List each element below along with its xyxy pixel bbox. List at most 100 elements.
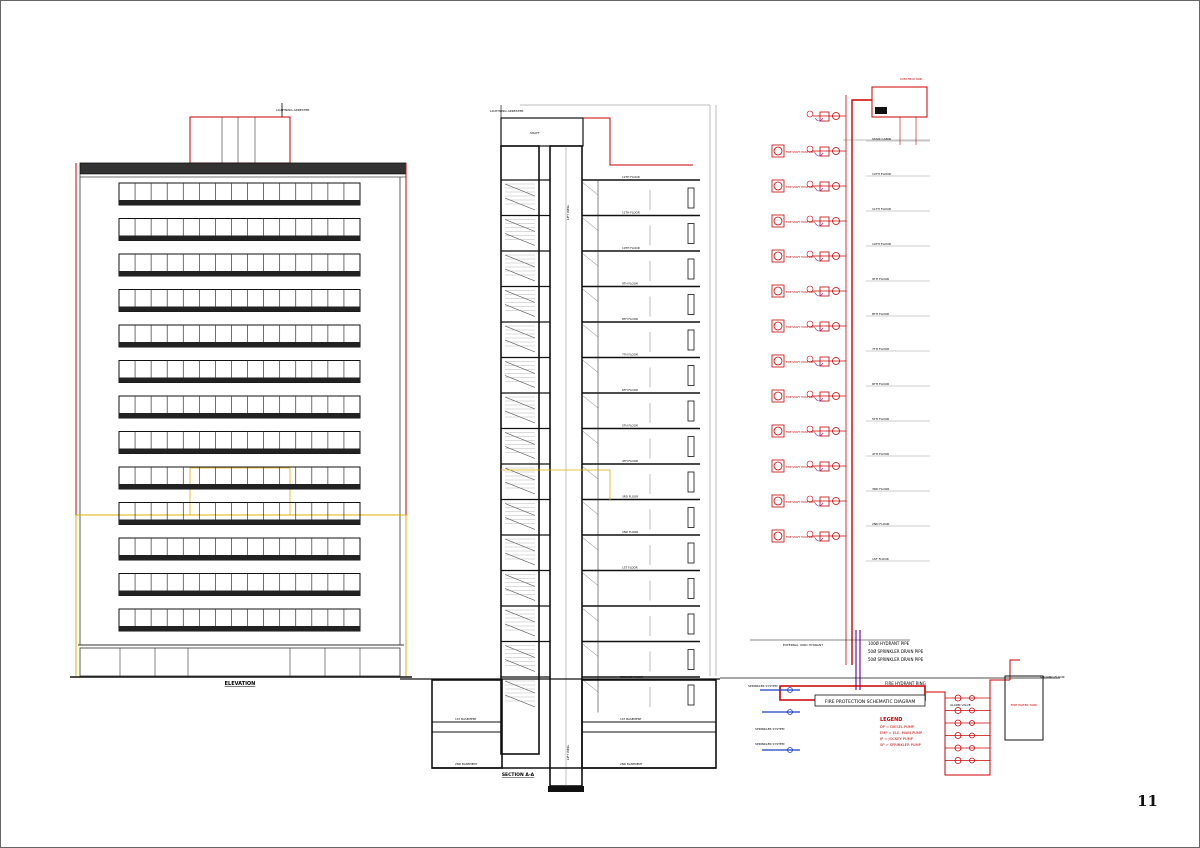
window-band xyxy=(118,502,361,525)
schematic-floor-row: 12TH FLOOR FIRE SHAFT HOSE REEL xyxy=(771,144,930,177)
schematic-floor-label: 8TH FLOOR xyxy=(872,312,889,316)
hose-reel-label: FIRE SHAFT HOSE REEL xyxy=(786,360,816,364)
hose-reel-label: FIRE SHAFT HOSE REEL xyxy=(786,500,816,504)
section-ground-floor: GROUND FLOOR xyxy=(620,675,643,679)
section-floor xyxy=(501,640,700,677)
schematic-floor-row: 6TH FLOOR FIRE SHAFT HOSE REEL xyxy=(771,354,930,387)
section-floor: 8TH FLOOR xyxy=(501,317,700,358)
window-band xyxy=(118,608,361,632)
section-floor-label: 10TH FLOOR xyxy=(622,246,640,250)
hose-reel-label: FIRE SHAFT HOSE REEL xyxy=(786,150,816,154)
section-title: SECTION A-A xyxy=(502,772,535,778)
section-floor: 11TH FLOOR xyxy=(501,211,700,251)
section-floor: 6TH FLOOR xyxy=(501,388,700,429)
window-band xyxy=(118,182,361,206)
section-floor: 3RD FLOOR xyxy=(501,495,700,535)
section-floor: 4TH FLOOR xyxy=(501,459,700,500)
section-drawing: LIGHTNING ARRESTER SHAFT LIFT WELL LIFT … xyxy=(400,104,720,792)
section-floor-label: 7TH FLOOR xyxy=(622,353,638,357)
section-floor: 10TH FLOOR xyxy=(501,246,700,287)
hydrant-ring-label: FIRE HYDRANT RING xyxy=(885,681,926,686)
elevation-title: ELEVATION xyxy=(225,681,256,687)
section-floor-label: 9TH FLOOR xyxy=(622,282,638,286)
shaft-label: SHAFT xyxy=(530,131,540,135)
schematic-floor-row: STAIR CABIN xyxy=(806,110,930,142)
section-2nd-basement-left: 2ND BASEMENT xyxy=(455,762,478,766)
hose-reel-label: FIRE SHAFT HOSE REEL xyxy=(786,430,816,434)
fire-tank-label: FIRE WATER TANK xyxy=(1011,703,1039,707)
schematic-floor-label: 1ST FLOOR xyxy=(872,557,889,561)
schematic-floor-label: 7TH FLOOR xyxy=(872,347,889,351)
window-band xyxy=(118,573,361,596)
schematic-floor-label: 2ND FLOOR xyxy=(872,522,890,526)
section-1st-basement-left: 1ST BASEMENT xyxy=(455,717,477,721)
schematic-ground-floor: GROUND FLOOR xyxy=(1040,675,1065,679)
schematic-floor-label: 10TH FLOOR xyxy=(872,242,891,246)
pump-set xyxy=(945,694,990,764)
window-band xyxy=(118,218,361,241)
section-floor-label: 11TH FLOOR xyxy=(622,211,640,215)
page-number: 11 xyxy=(1137,792,1158,810)
elevation-window-bands xyxy=(118,182,361,632)
pipe-legend-hydrant: 100Ø HYDRANT PIPE xyxy=(868,641,910,646)
window-band xyxy=(118,395,361,419)
section-floor-label: 8TH FLOOR xyxy=(622,317,638,321)
pipe-legend-sprinkler-2: 50Ø SPRINKLER DRAIN PIPE xyxy=(868,657,924,662)
schematic-floor-label: 4TH FLOOR xyxy=(872,452,889,456)
overhead-tank-label: OVER HEAD TANK xyxy=(900,77,923,81)
pump xyxy=(945,719,990,727)
legend-item-dp: DP = DIESEL PUMP xyxy=(880,725,915,729)
lift-well-label-2: LIFT WELL xyxy=(566,744,570,760)
schematic-floor-row: 10TH FLOOR FIRE SHAFT HOSE REEL xyxy=(771,214,930,247)
pump xyxy=(945,744,990,752)
schematic-title: FIRE PROTECTION SCHEMATIC DIAGRAM xyxy=(825,699,916,705)
hose-reel-label: FIRE SHAFT HOSE REEL xyxy=(786,220,816,224)
schematic-floor-row: 11TH FLOOR FIRE SHAFT HOSE REEL xyxy=(771,179,930,212)
window-band xyxy=(118,537,361,561)
hose-reel-label: FIRE SHAFT HOSE REEL xyxy=(786,325,816,329)
schematic-floor-label: 6TH FLOOR xyxy=(872,382,889,386)
schematic-floor-label: 12TH FLOOR xyxy=(872,172,891,176)
external-hydrant-label: EXTERNAL YARD HYDRANT xyxy=(783,643,823,647)
window-band xyxy=(118,289,361,312)
section-floor: 9TH FLOOR xyxy=(501,282,700,322)
window-band xyxy=(118,253,361,277)
section-floor: 5TH FLOOR xyxy=(501,424,700,464)
legend-item-jp: JP = JOCKEY PUMP xyxy=(879,737,914,741)
schematic-floor-row: 3RD FLOOR FIRE SHAFT HOSE REEL xyxy=(771,459,930,492)
elevation-lightning-label: LIGHTNING ARRESTER xyxy=(276,108,309,112)
pipe-legend-sprinkler-1: 50Ø SPRINKLER DRAIN PIPE xyxy=(868,649,924,654)
schematic-floor-label: 11TH FLOOR xyxy=(872,207,891,211)
pump-legend: LEGEND DP = DIESEL PUMP EMP = ELE. MAIN … xyxy=(879,717,923,747)
schematic-floor-rows: STAIR CABIN 12TH FLOOR FIRE SHAFT HOSE REE… xyxy=(771,110,930,562)
section-lightning-label: LIGHTNING ARRESTER xyxy=(490,109,523,113)
section-floor-label: 4TH FLOOR xyxy=(622,459,638,463)
schematic-floor-label: 3RD FLOOR xyxy=(872,487,889,491)
pump xyxy=(945,707,990,714)
section-floor-label: 2ND FLOOR xyxy=(622,530,638,534)
schematic-floor-row: 2ND FLOOR FIRE SHAFT HOSE REEL xyxy=(771,494,930,527)
sprinkler-system-label-1: SPRINKLER SYSTEM xyxy=(748,684,778,688)
hose-reel-label: FIRE SHAFT HOSE REEL xyxy=(786,465,816,469)
fire-protection-schematic: OVER HEAD TANK STAIR CABIN 12TH FLOOR FIRE… xyxy=(720,77,1065,776)
window-band xyxy=(118,466,361,490)
legend-title: LEGEND xyxy=(880,717,902,723)
section-floor-label: 3RD FLOOR xyxy=(622,495,638,499)
hose-reel-label: FIRE SHAFT HOSE REEL xyxy=(786,255,816,259)
schematic-floor-label: 9TH FLOOR xyxy=(872,277,889,281)
hose-reel-label: FIRE SHAFT HOSE REEL xyxy=(786,395,816,399)
elevation-drawing: LIGHTNING ARRESTER ELEVATION xyxy=(70,103,412,687)
section-floor: 7TH FLOOR xyxy=(501,353,700,393)
window-band xyxy=(118,324,361,348)
section-floor xyxy=(501,605,700,642)
section-floor xyxy=(501,676,700,713)
hose-reel-label: FIRE SHAFT HOSE REEL xyxy=(786,185,816,189)
legend-item-emp: EMP = ELE. MAIN PUMP xyxy=(880,731,923,735)
sprinkler-system-3: SPRINKLER SYSTEM xyxy=(755,742,800,753)
sprinkler-system-1: SPRINKLER SYSTEM xyxy=(748,684,800,693)
sprinkler-system-label-2: SPRINKLER SYSTEM xyxy=(755,727,785,731)
